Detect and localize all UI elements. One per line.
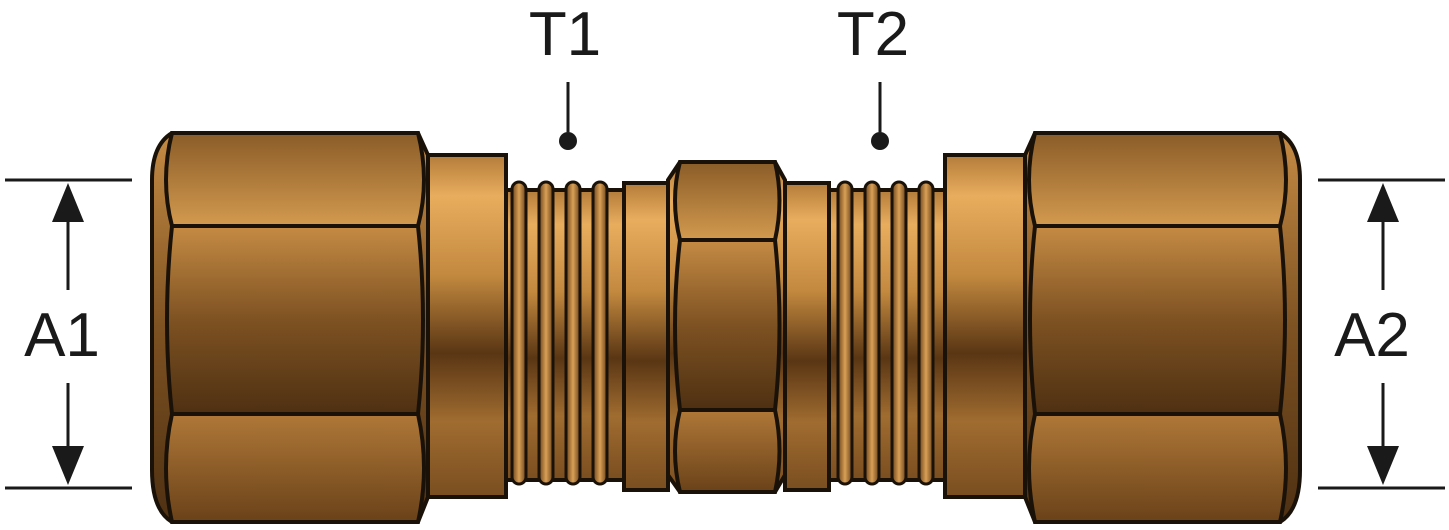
center-hex-top-facet — [673, 160, 782, 242]
left-nut-middle-facet — [165, 224, 425, 416]
t2-label: T2 — [837, 0, 909, 69]
left-thread-ridge — [591, 180, 609, 486]
right-nut — [943, 131, 1302, 524]
right-thread-section — [827, 180, 947, 486]
right-thread-ridge — [917, 180, 935, 486]
t2-callout — [871, 82, 889, 150]
left-thread-ridge — [564, 180, 582, 486]
left-thread-section — [504, 180, 626, 486]
a2-down-arrow-icon — [1367, 446, 1399, 485]
t1-label: T1 — [529, 0, 601, 69]
a1-down-arrow-icon — [52, 446, 84, 485]
dimension-a1 — [5, 178, 132, 490]
left-thread-ridge — [537, 180, 555, 486]
left-nut — [150, 131, 508, 524]
center-hex-bottom-facet — [673, 408, 782, 494]
dimension-a2 — [1318, 178, 1445, 490]
t1-callout — [559, 82, 577, 150]
right-thread-ridge — [890, 180, 908, 486]
left-nut-top-facet — [164, 131, 426, 228]
a2-up-arrow-icon — [1367, 183, 1399, 222]
right-nut-collar — [943, 153, 1027, 499]
center-hex-body — [666, 160, 787, 494]
right-thread-ridge — [863, 180, 881, 486]
left-nut-bottom-facet — [164, 412, 426, 524]
center-hex-middle-facet — [673, 238, 782, 412]
t1-leader-dot — [559, 132, 577, 150]
left-thread-ridge — [510, 180, 528, 486]
right-nut-bottom-facet — [1027, 412, 1288, 524]
left-shoulder-ring — [622, 181, 670, 492]
right-thread-ridge — [836, 180, 854, 486]
t2-leader-dot — [871, 132, 889, 150]
right-nut-middle-facet — [1028, 224, 1287, 416]
right-shoulder-ring — [783, 181, 831, 492]
a1-up-arrow-icon — [52, 183, 84, 222]
a2-label: A2 — [1334, 301, 1410, 370]
right-nut-top-facet — [1027, 131, 1288, 228]
a1-label: A1 — [24, 301, 100, 370]
left-nut-collar — [426, 153, 508, 499]
